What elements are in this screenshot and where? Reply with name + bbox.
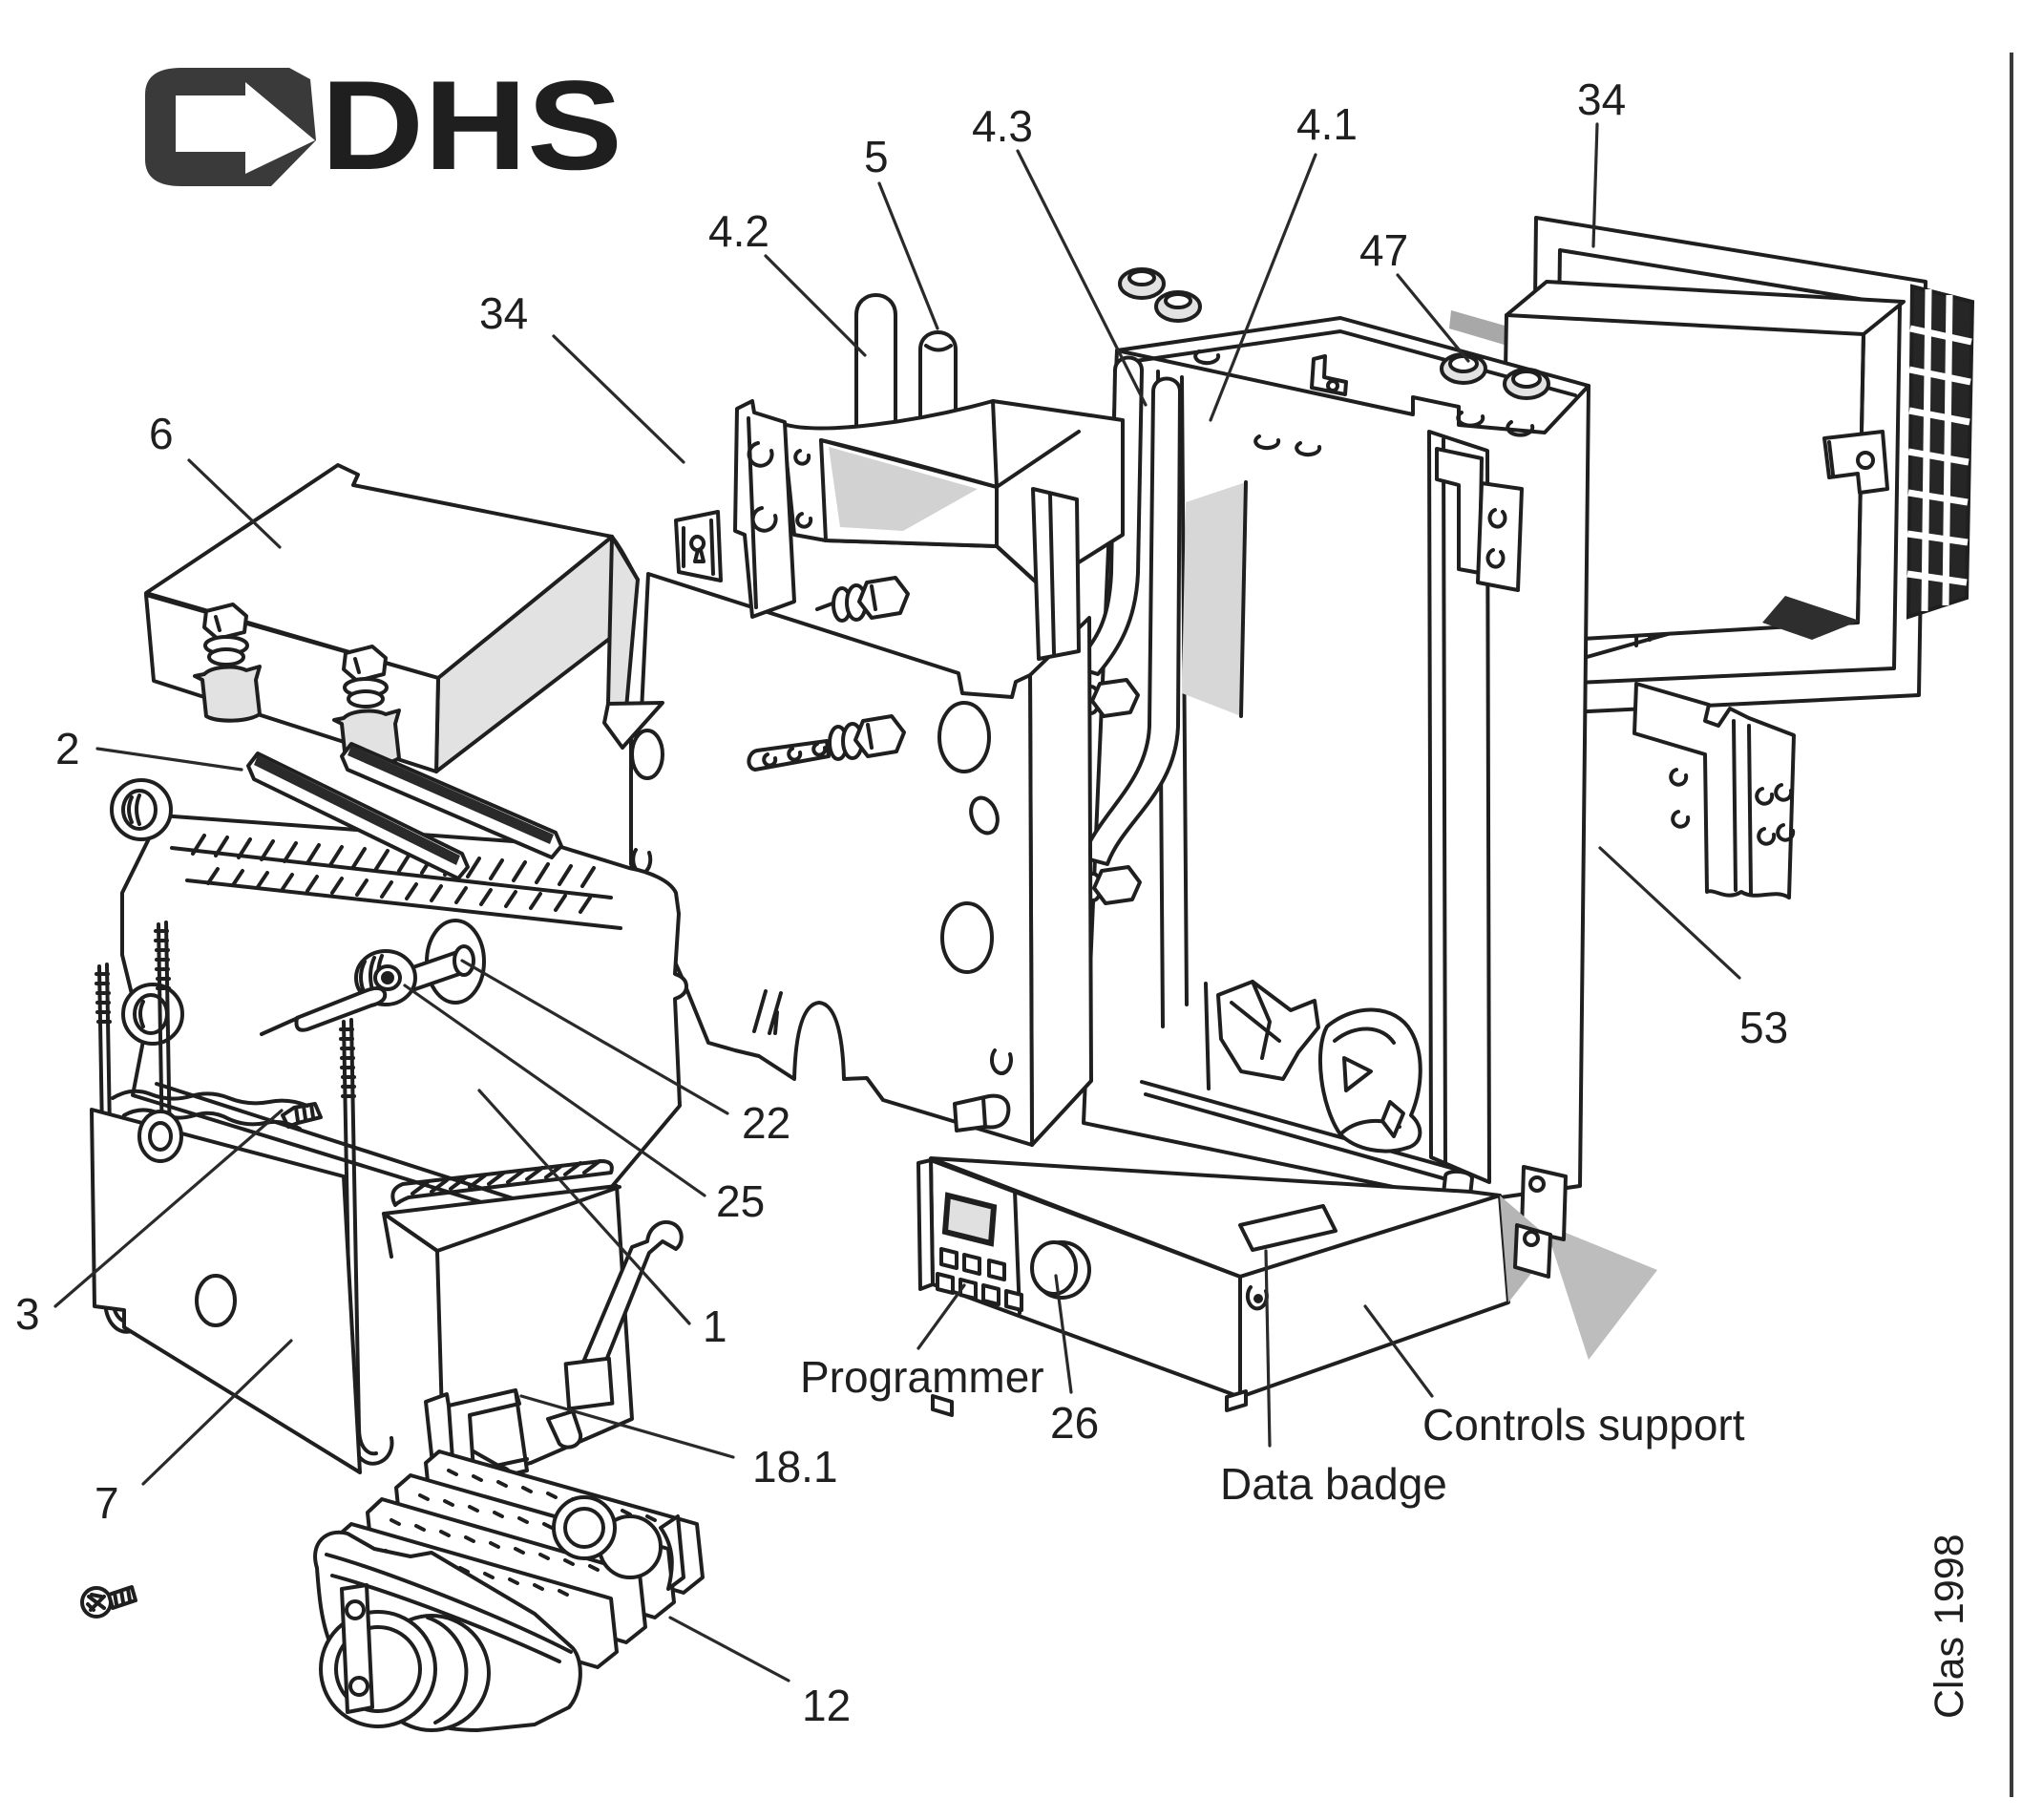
svg-text:34: 34: [1577, 74, 1626, 124]
svg-text:4.1: 4.1: [1296, 99, 1358, 149]
svg-text:12: 12: [802, 1681, 851, 1730]
svg-text:Programmer: Programmer: [800, 1352, 1044, 1402]
svg-text:6: 6: [149, 409, 174, 458]
svg-text:3: 3: [15, 1289, 40, 1339]
svg-text:Clas 1998: Clas 1998: [1927, 1534, 1972, 1719]
svg-text:26: 26: [1050, 1398, 1099, 1448]
svg-text:DHS: DHS: [321, 55, 622, 197]
svg-text:25: 25: [716, 1176, 765, 1226]
svg-text:53: 53: [1739, 1003, 1788, 1052]
svg-text:47: 47: [1359, 225, 1408, 275]
svg-text:4.3: 4.3: [972, 101, 1033, 151]
svg-text:2: 2: [55, 724, 80, 773]
svg-text:7: 7: [95, 1478, 119, 1528]
svg-text:22: 22: [742, 1098, 790, 1148]
svg-text:Controls support: Controls support: [1422, 1400, 1745, 1450]
svg-text:5: 5: [864, 132, 889, 181]
svg-text:1: 1: [703, 1302, 727, 1351]
svg-text:Data badge: Data badge: [1220, 1459, 1447, 1509]
svg-text:34: 34: [479, 288, 528, 338]
svg-text:18.1: 18.1: [752, 1442, 838, 1492]
svg-text:4.2: 4.2: [708, 206, 769, 256]
